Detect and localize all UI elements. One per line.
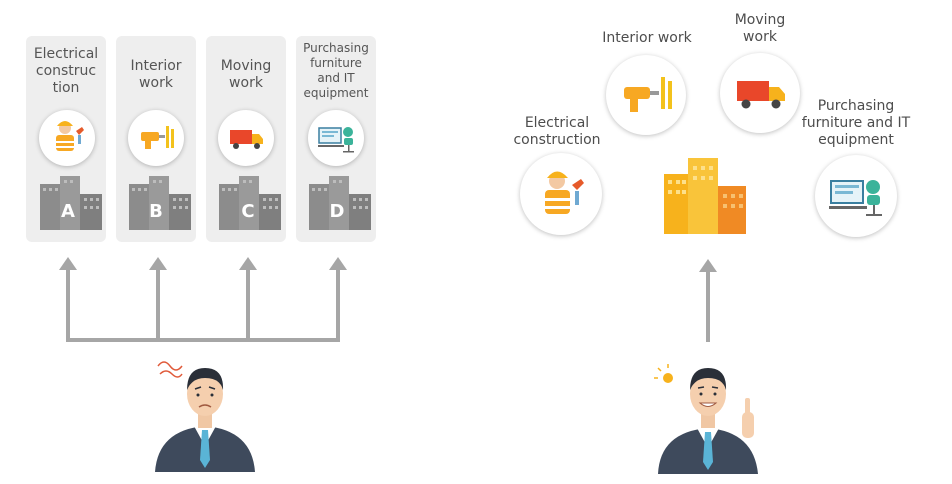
card-label: Moving work <box>220 58 272 91</box>
building-b-icon <box>129 176 191 230</box>
building-c-icon <box>219 176 281 230</box>
multi-arrow-connector <box>59 257 347 342</box>
card-label: Interior work <box>130 58 182 91</box>
office-desk-icon <box>308 110 364 166</box>
worker-icon <box>39 110 95 166</box>
label-electrical-construction: Electrical construction <box>513 115 601 148</box>
truck-icon <box>218 110 274 166</box>
inspired-businessman-icon <box>654 364 758 474</box>
label-purchasing-furniture: Purchasing furniture and IT equipment <box>801 98 911 148</box>
drill-icon <box>606 55 686 135</box>
single-arrow <box>699 259 717 342</box>
confused-businessman-icon <box>155 361 255 472</box>
orange-buildings-icon <box>664 158 746 234</box>
building-letter: D <box>329 201 345 222</box>
building-letter: B <box>149 201 163 222</box>
building-letter: C <box>241 201 255 222</box>
card-label: Electrical construc tion <box>33 46 99 96</box>
worker-icon <box>520 153 602 235</box>
building-d-icon <box>309 176 371 230</box>
office-desk-icon <box>815 155 897 237</box>
label-moving-work: Moving work <box>734 12 786 45</box>
truck-icon <box>720 53 800 133</box>
building-letter: A <box>61 201 75 222</box>
label-interior-work: Interior work <box>602 30 692 46</box>
building-a-icon <box>40 176 102 230</box>
drill-icon <box>128 110 184 166</box>
card-label: Purchasing furniture and IT equipment <box>303 41 369 100</box>
